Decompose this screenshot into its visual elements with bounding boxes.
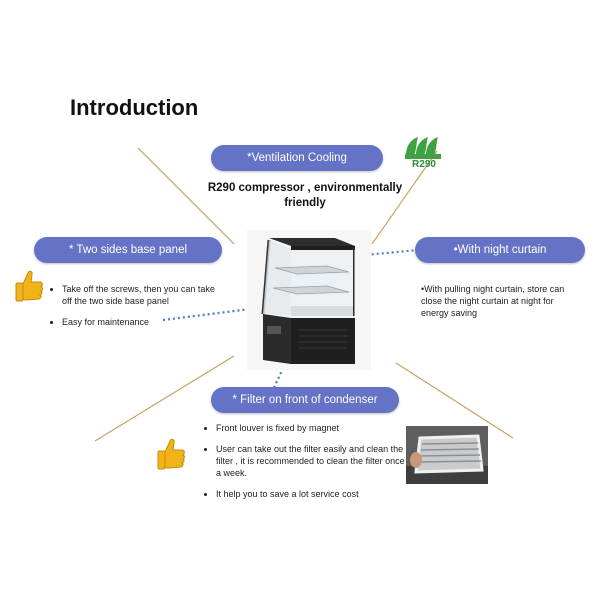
list-item: Take off the screws, then you can take o… <box>62 283 220 307</box>
ventilation-cooling-label: *Ventilation Cooling <box>211 145 383 171</box>
night-curtain-description: •With pulling night curtain, store can c… <box>421 284 565 318</box>
filter-photo <box>406 426 488 484</box>
base-panel-label: * Two sides base panel <box>34 237 222 263</box>
r290-badge-text: R290 <box>412 159 436 170</box>
list-item: Front louver is fixed by magnet <box>216 422 412 434</box>
list-item: Easy for maintenance <box>62 316 220 328</box>
base-panel-bullets: Take off the screws, then you can take o… <box>48 283 220 337</box>
list-item: User can take out the filter easily and … <box>216 443 412 479</box>
display-cabinet-image <box>247 230 371 370</box>
filter-label: * Filter on front of condenser <box>211 387 399 413</box>
r290-eco-badge-icon: R290 <box>402 133 446 175</box>
ventilation-description: R290 compressor , environmentally friend… <box>207 182 403 209</box>
page-title: Introduction <box>70 95 199 120</box>
filter-bullets: Front louver is fixed by magnet User can… <box>202 422 412 509</box>
thumbs-up-icon <box>14 268 44 304</box>
night-curtain-label: •With night curtain <box>415 237 585 263</box>
list-item: It help you to save a lot service cost <box>216 488 412 500</box>
thumbs-up-icon <box>156 436 186 472</box>
